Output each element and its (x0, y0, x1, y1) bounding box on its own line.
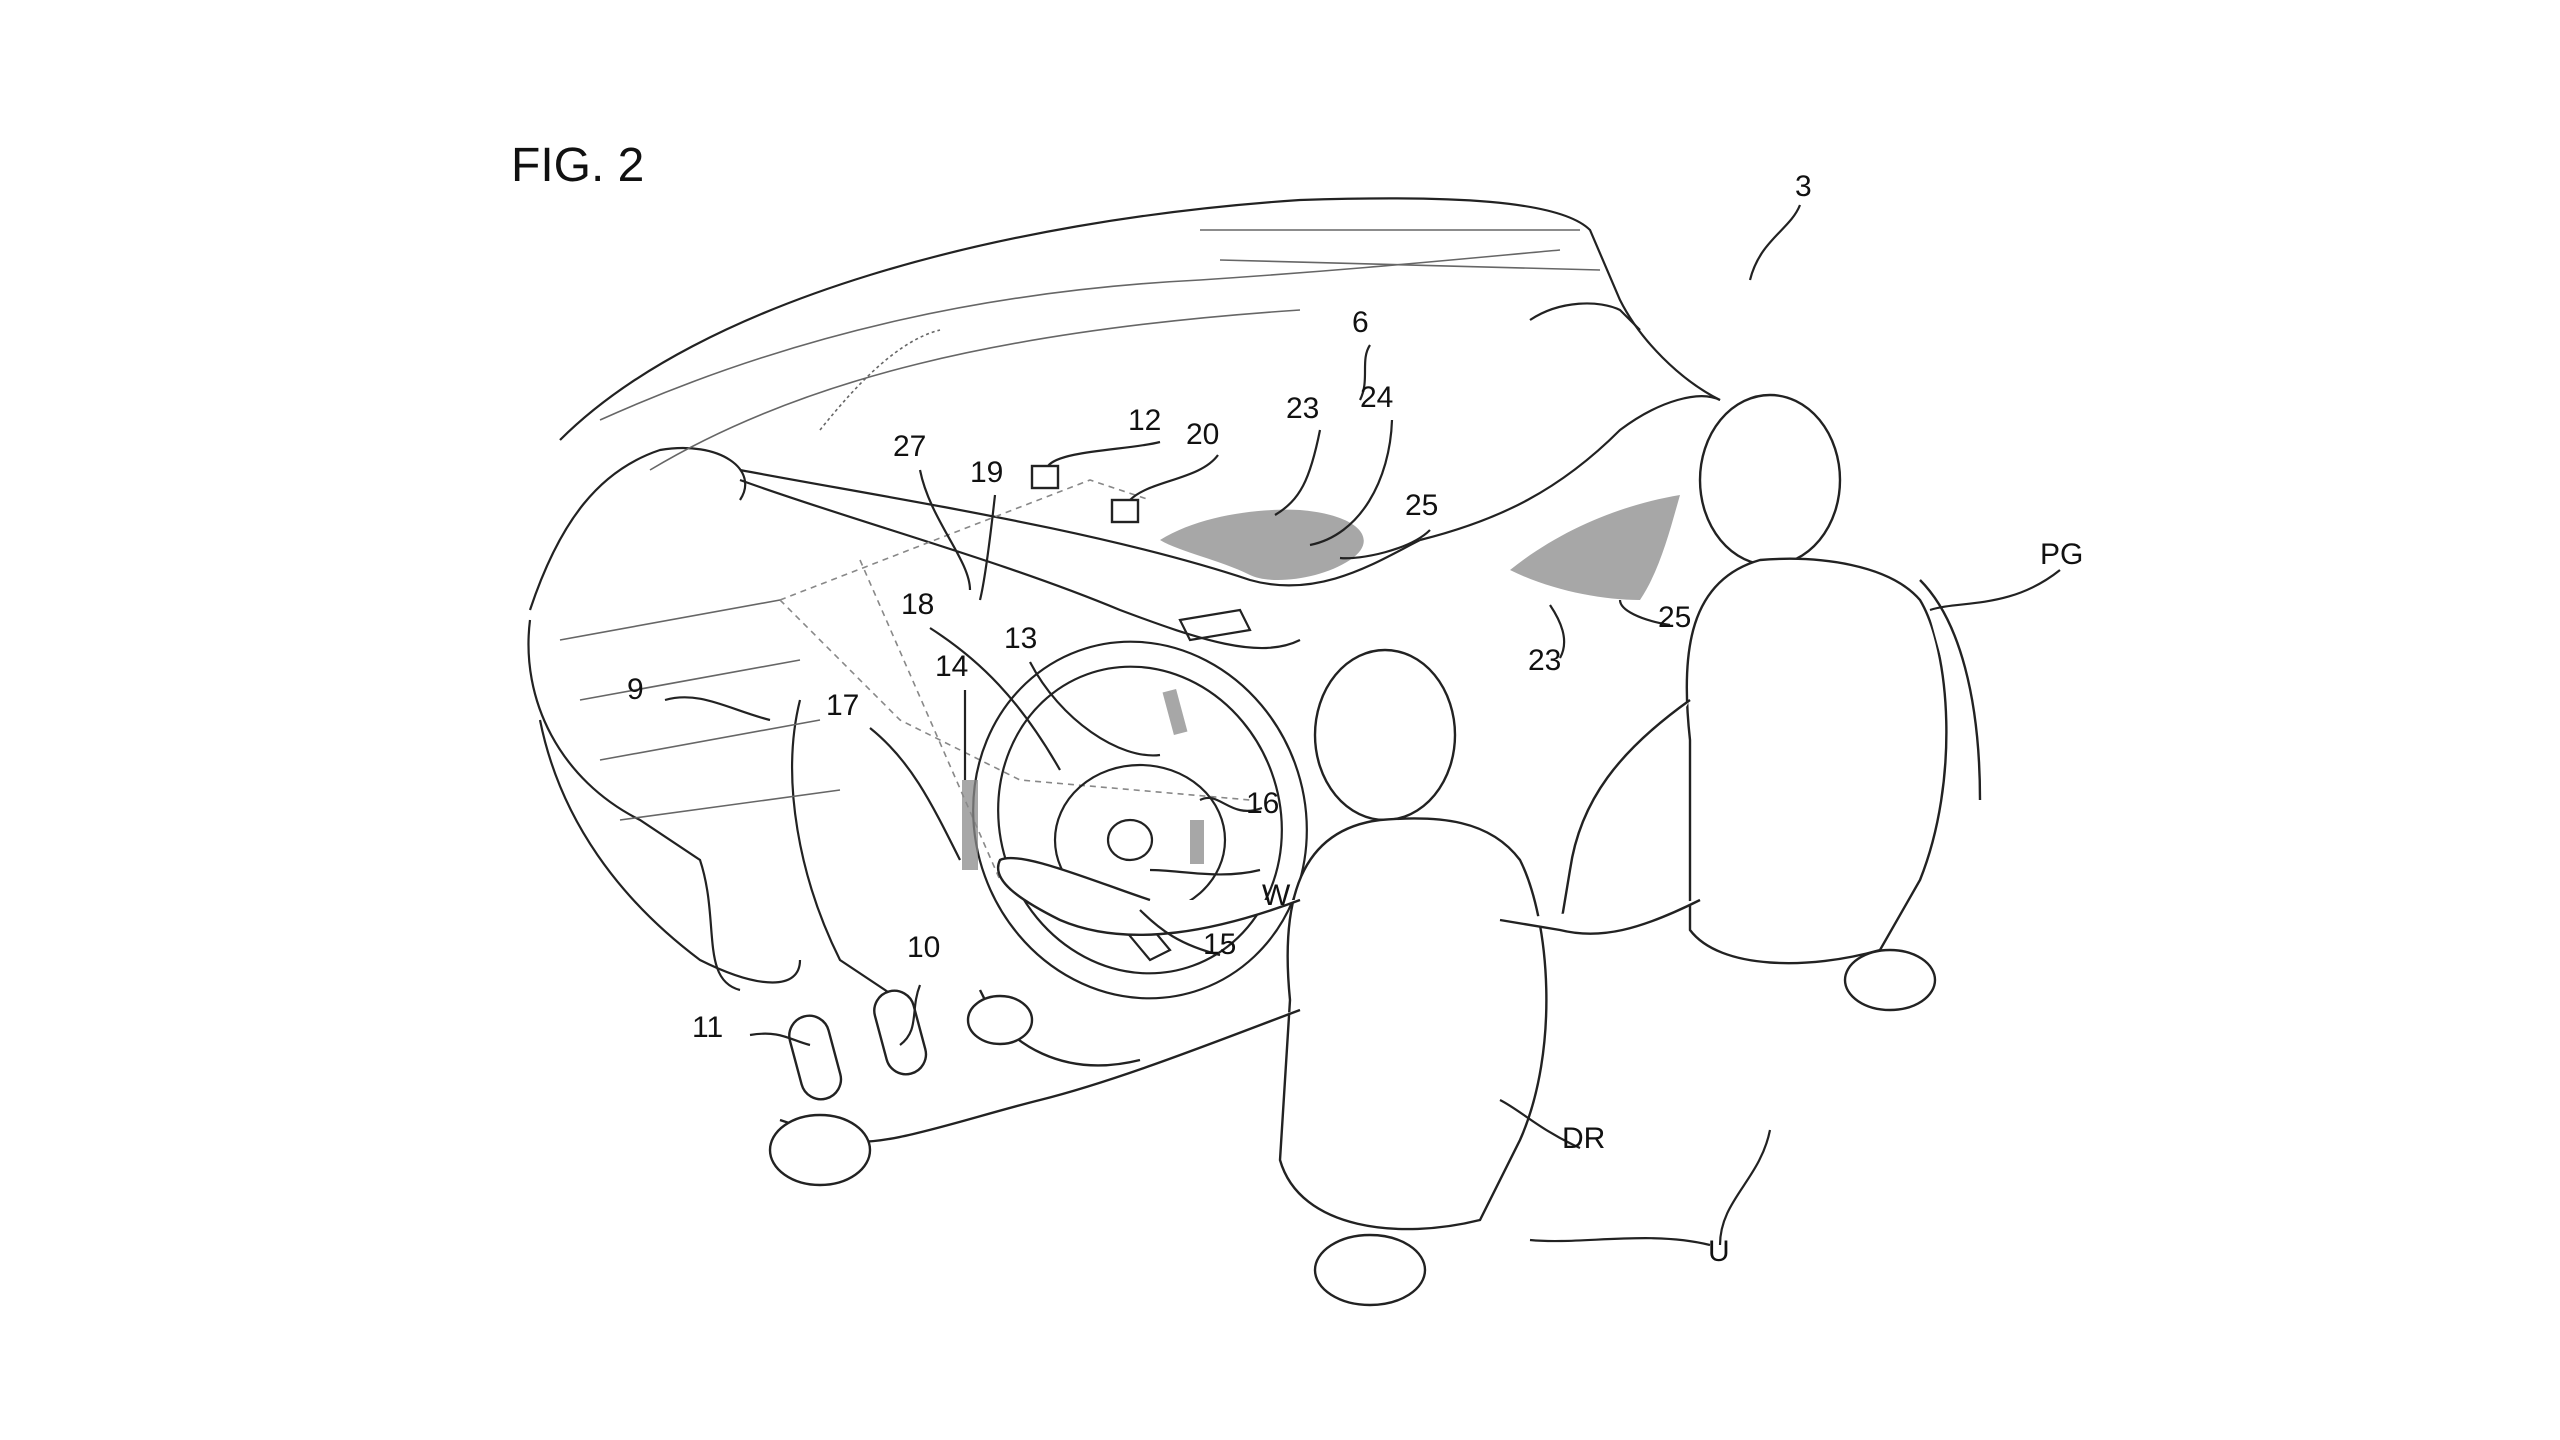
ref-25-lower: 25 (1658, 601, 1692, 634)
ref-27: 27 (893, 430, 927, 463)
ref-24: 24 (1360, 381, 1394, 414)
figure-title: FIG. 2 (511, 139, 645, 192)
ref-14: 14 (935, 650, 969, 683)
ref-17: 17 (826, 689, 860, 722)
ref-13: 13 (1004, 622, 1038, 655)
sensor-20 (1110, 498, 1140, 524)
gas-generator-11 (788, 1014, 843, 1101)
ref-23-upper: 23 (1286, 392, 1320, 425)
ref-3: 3 (1795, 170, 1812, 203)
passenger-dummy-pg (1499, 393, 1982, 1012)
ref-pg: PG (2040, 538, 2084, 571)
sensor-12 (1030, 464, 1060, 490)
ref-19: 19 (970, 456, 1004, 489)
ref-23-lower: 23 (1528, 644, 1562, 677)
ref-10: 10 (907, 931, 941, 964)
ref-9: 9 (627, 673, 644, 706)
airbag-23-driver (1160, 509, 1364, 580)
ref-15: 15 (1203, 928, 1237, 961)
ref-6: 6 (1352, 306, 1369, 339)
ref-12: 12 (1128, 404, 1162, 437)
ref-w: W (1262, 879, 1291, 912)
ref-16: 16 (1246, 787, 1280, 820)
ref-20: 20 (1186, 418, 1220, 451)
airbag-23-passenger (1510, 495, 1680, 600)
ref-11: 11 (692, 1011, 724, 1044)
dashboard-drawing (527, 197, 1721, 1001)
leader-lines (664, 204, 2061, 1247)
gas-generator-10 (873, 989, 928, 1076)
ref-dr: DR (1562, 1122, 1606, 1155)
ref-u: U (1708, 1235, 1730, 1268)
ref-18: 18 (901, 588, 935, 621)
driver-dummy-dr (768, 648, 1548, 1307)
ref-25-upper: 25 (1405, 489, 1439, 522)
